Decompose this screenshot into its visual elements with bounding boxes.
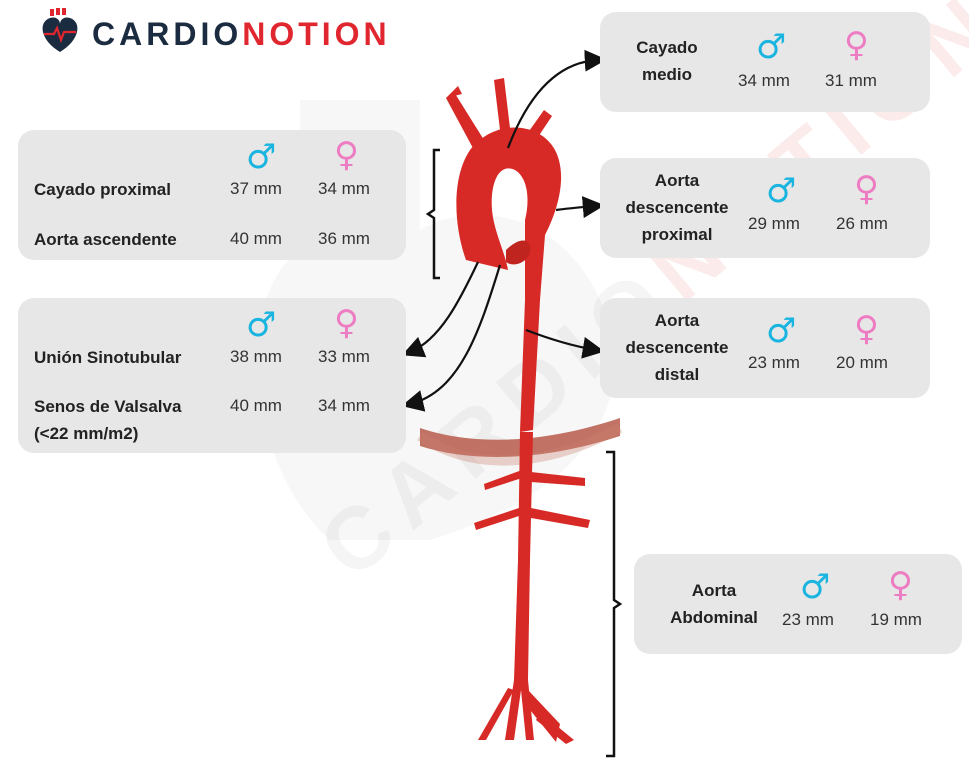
arrow-cayado-medio: [506, 49, 607, 149]
value-male: 40 mm: [230, 396, 282, 415]
value-female: 34 mm: [318, 179, 370, 198]
arrow-desc-distal: [525, 328, 605, 359]
arrow-sinotubular: [401, 261, 479, 358]
label-aorta-ascendente: Aorta ascendente: [34, 230, 177, 249]
box-desc-distal: Aorta descencente distal ♂ ♀ 23 mm 20 mm: [600, 298, 930, 398]
label-cayado-medio: Cayado medio: [636, 38, 698, 84]
male-icon: ♂: [246, 305, 277, 345]
male-icon: ♂: [766, 311, 797, 351]
male-icon: ♂: [756, 27, 787, 67]
label-union-sinotubular: Unión Sinotubular: [34, 348, 182, 367]
value-female: 34 mm: [318, 396, 370, 415]
value-female: 26 mm: [836, 214, 888, 233]
arrow-valsalva: [401, 264, 502, 412]
box-desc-proximal: Aorta descencente proximal ♂ ♀ 29 mm 26 …: [600, 158, 930, 258]
label-desc-distal: Aorta descencente distal: [625, 311, 729, 384]
value-male: 37 mm: [230, 179, 282, 198]
arrow-desc-proximal: [555, 196, 605, 219]
female-icon: ♀: [334, 303, 359, 343]
value-male: 23 mm: [782, 610, 834, 629]
value-female: 36 mm: [318, 229, 370, 248]
box-cayado-medio: Cayado medio ♂ ♀ 34 mm 31 mm: [600, 12, 930, 112]
male-icon: ♂: [246, 137, 277, 177]
box-abdominal: Aorta Abdominal ♂ ♀ 23 mm 19 mm: [634, 554, 962, 654]
female-icon: ♀: [844, 25, 869, 65]
value-female: 20 mm: [836, 353, 888, 372]
brand-logo-text: CARDIONOTION: [92, 16, 391, 53]
label-senos-valsalva: Senos de Valsalva: [34, 397, 182, 416]
label-cayado-proximal: Cayado proximal: [34, 180, 171, 199]
value-male: 40 mm: [230, 229, 282, 248]
value-female: 33 mm: [318, 347, 370, 366]
label-desc-proximal: Aorta descencente proximal: [625, 171, 729, 244]
female-icon: ♀: [854, 169, 879, 209]
aorta-illustration: [446, 78, 590, 744]
diaphragm-shape: [420, 418, 620, 457]
value-male: 23 mm: [748, 353, 800, 372]
brand-part2: NOTION: [242, 16, 391, 52]
value-female: 31 mm: [825, 71, 877, 90]
box-proximal: ♂ ♀ Cayado proximal 37 mm 34 mm Aorta as…: [18, 130, 406, 260]
box-sinotubular: ♂ ♀ Unión Sinotubular 38 mm 33 mm Senos …: [18, 298, 406, 453]
value-male: 29 mm: [748, 214, 800, 233]
heart-logo-icon: [42, 8, 78, 53]
female-icon: ♀: [888, 565, 913, 605]
value-male: 38 mm: [230, 347, 282, 366]
brand-part1: CARDIO: [92, 16, 243, 52]
value-female: 19 mm: [870, 610, 922, 629]
value-male: 34 mm: [738, 71, 790, 90]
brace-proximal: [425, 148, 440, 280]
female-icon: ♀: [854, 309, 879, 349]
label-aorta-abdominal: Aorta Abdominal: [670, 581, 758, 627]
male-icon: ♂: [800, 567, 831, 607]
brace-abdominal: [606, 450, 623, 758]
male-icon: ♂: [766, 171, 797, 211]
female-icon: ♀: [334, 135, 359, 175]
label-valsalva-note: (<22 mm/m2): [34, 424, 139, 443]
